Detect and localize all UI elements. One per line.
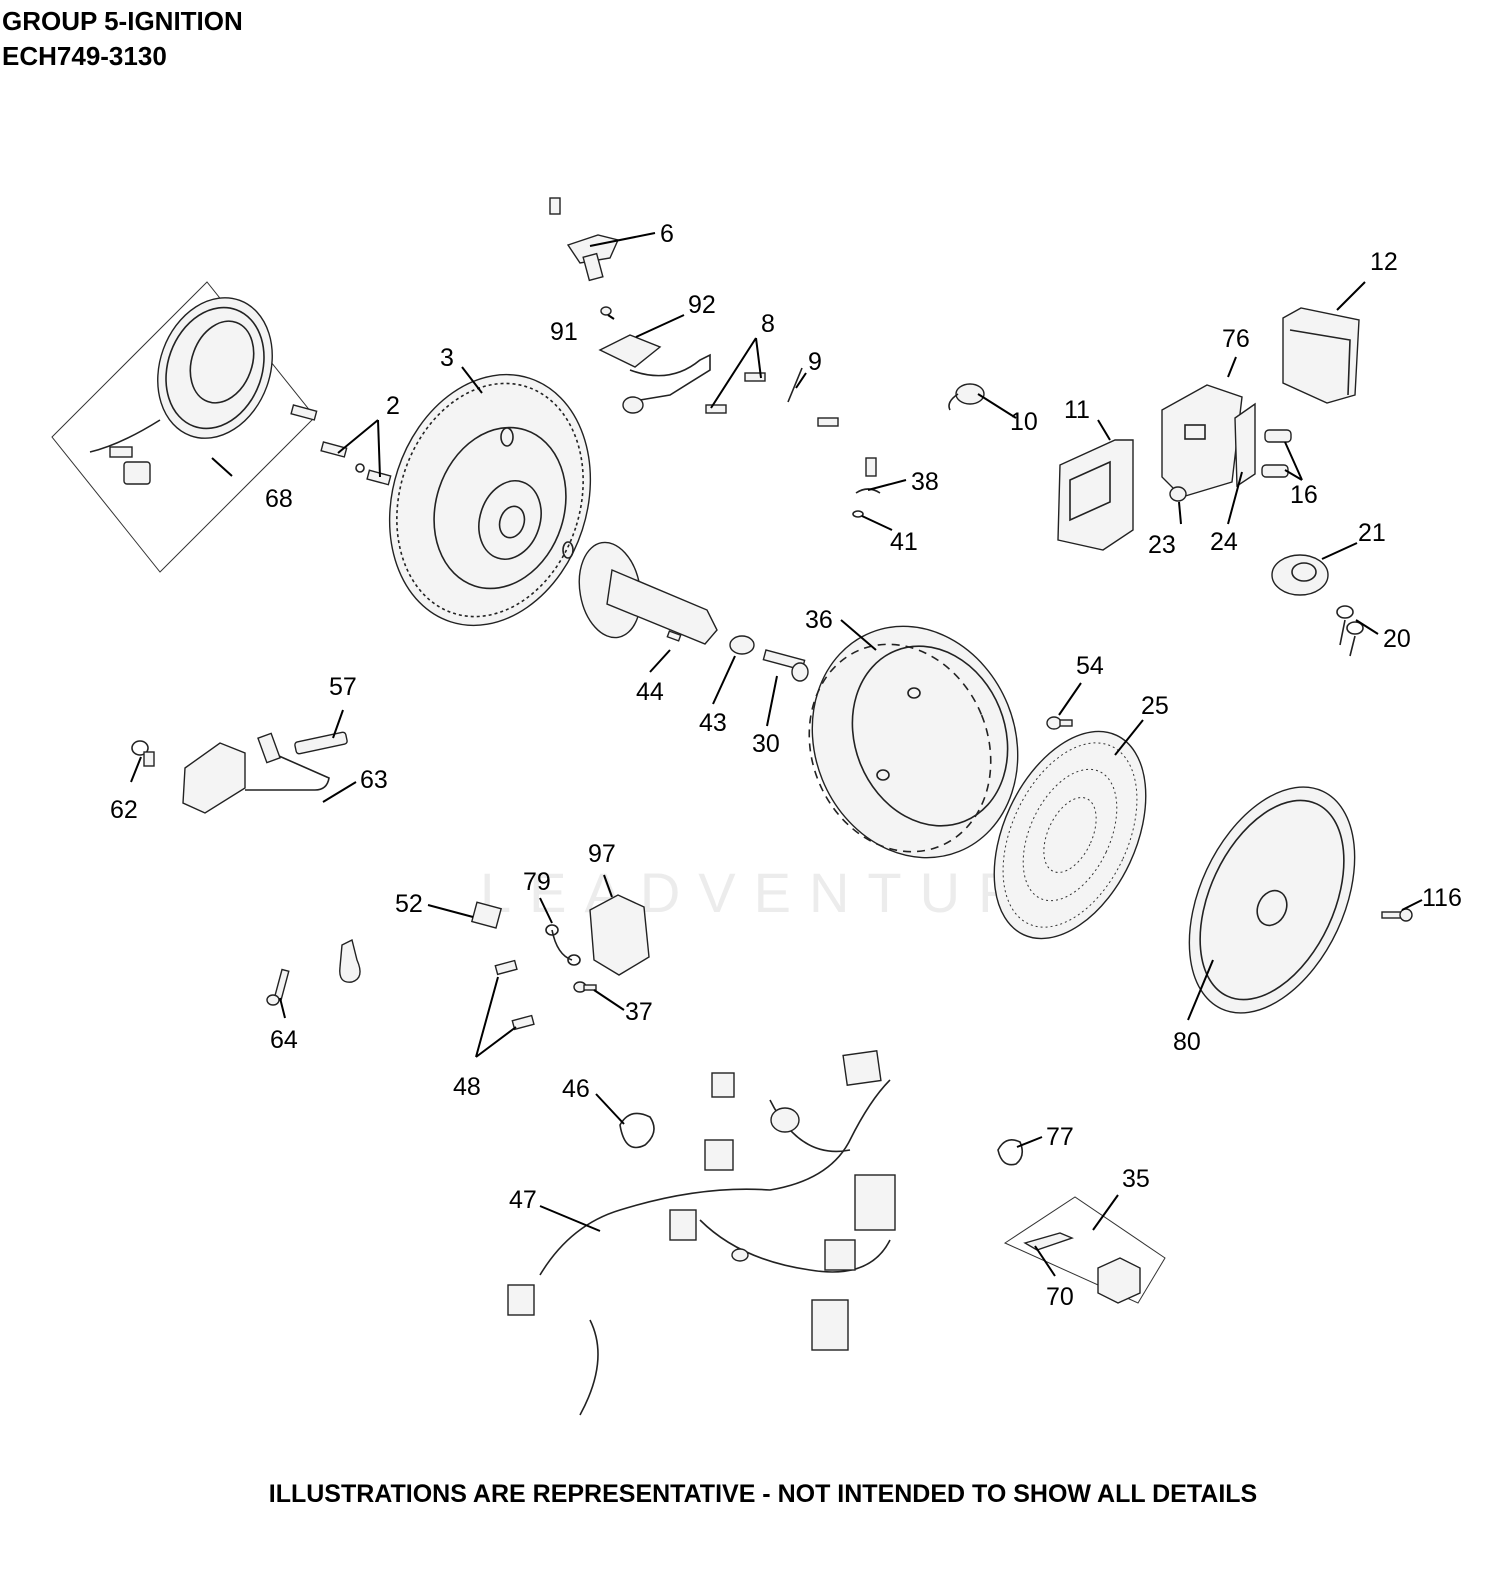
part-63-ignition-coil (182, 732, 330, 814)
part-92-bracket (598, 306, 711, 414)
callout-46: 46 (562, 1075, 590, 1103)
callout-57: 57 (329, 673, 357, 701)
callout-70: 70 (1046, 1283, 1074, 1311)
part-37-screw (573, 981, 597, 993)
callout-25: 25 (1141, 692, 1169, 720)
part-wire-clamp (339, 938, 361, 983)
model-number: ECH749-3130 (2, 41, 167, 71)
part-68-stator-assembly (51, 281, 316, 573)
part-20-keys (1336, 605, 1364, 657)
callout-92: 92 (688, 291, 716, 319)
callout-54: 54 (1076, 652, 1104, 680)
callout-48: 48 (453, 1073, 481, 1101)
part-62-clip (131, 740, 155, 767)
callout-116: 116 (1422, 884, 1462, 912)
part-11-bracket (1057, 439, 1134, 551)
callout-12: 12 (1370, 248, 1398, 276)
part-54-screw (1046, 716, 1073, 730)
callout-30: 30 (752, 730, 780, 758)
part-116-screw (1381, 908, 1413, 922)
callout-47: 47 (509, 1186, 537, 1214)
part-9-pin (787, 367, 803, 403)
part-30-bolt (762, 649, 809, 682)
callout-44: 44 (636, 678, 664, 706)
callout-76: 76 (1222, 325, 1250, 353)
callout-43: 43 (699, 709, 727, 737)
part-2-bolts (290, 404, 392, 486)
part-24-strip (1234, 402, 1256, 488)
part-35-assembly (1003, 1196, 1166, 1304)
callout-77: 77 (1046, 1123, 1074, 1151)
part-44-key (666, 630, 682, 642)
part-6-sensor (549, 197, 619, 282)
callout-numbers: 2 3 6 8 9 10 11 12 16 20 21 23 24 25 30 … (110, 220, 1462, 1311)
callout-2: 2 (386, 392, 400, 420)
callout-11: 11 (1064, 396, 1090, 424)
watermark-text: LEADVENTURE (480, 861, 1092, 924)
part-21-key-switch (1271, 554, 1329, 596)
part-76-mount-plate (1161, 384, 1243, 498)
callout-80: 80 (1173, 1028, 1201, 1056)
part-64-screw (266, 968, 290, 1006)
part-47-wiring-harness (507, 1049, 896, 1416)
part-crankshaft-hub (578, 541, 718, 645)
part-36-cooling-fan (808, 625, 1019, 859)
part-3-flywheel (388, 373, 592, 627)
callout-64: 64 (270, 1026, 298, 1054)
group-title: GROUP 5-IGNITION (2, 6, 243, 36)
part-10-clip (948, 383, 985, 411)
leader-lines (130, 232, 1423, 1277)
callout-41: 41 (890, 528, 918, 556)
part-46-hose-clamp (619, 1112, 655, 1149)
callout-8: 8 (761, 310, 775, 338)
callout-9: 9 (808, 348, 822, 376)
part-80-fan-guard (1188, 786, 1356, 1014)
part-97-regulator (589, 894, 650, 976)
part-52-connector (470, 901, 503, 929)
part-77-clamp (997, 1139, 1024, 1166)
part-79-harness-lead (545, 924, 581, 966)
callout-68: 68 (265, 485, 293, 513)
part-23-clip (1169, 486, 1187, 502)
callout-79: 79 (523, 868, 551, 896)
callout-10: 10 (1010, 408, 1038, 436)
part-12-ecu-module (1282, 307, 1360, 404)
callout-36: 36 (805, 606, 833, 634)
part-8-screws (705, 372, 766, 414)
part-43-washer (729, 635, 755, 655)
part-25-grass-screen (993, 730, 1147, 940)
part-48-studs (494, 959, 535, 1031)
callout-35: 35 (1122, 1165, 1150, 1193)
callout-6: 6 (660, 220, 674, 248)
callout-38: 38 (911, 468, 939, 496)
callout-91: 91 (550, 318, 578, 346)
disclaimer-footer: ILLUSTRATIONS ARE REPRESENTATIVE - NOT I… (268, 1480, 1258, 1508)
callout-62: 62 (110, 796, 138, 824)
callout-52: 52 (395, 890, 423, 918)
part-16-lamps (1261, 429, 1292, 478)
callout-24: 24 (1210, 528, 1238, 556)
callout-97: 97 (588, 840, 616, 868)
callout-23: 23 (1148, 531, 1176, 559)
callout-3: 3 (440, 344, 454, 372)
callout-21: 21 (1358, 519, 1386, 547)
callout-37: 37 (625, 998, 653, 1026)
part-9-screw (817, 417, 839, 427)
callout-16: 16 (1290, 481, 1318, 509)
callout-63: 63 (360, 766, 388, 794)
callout-20: 20 (1383, 625, 1411, 653)
part-57-spark-plug (294, 731, 348, 755)
